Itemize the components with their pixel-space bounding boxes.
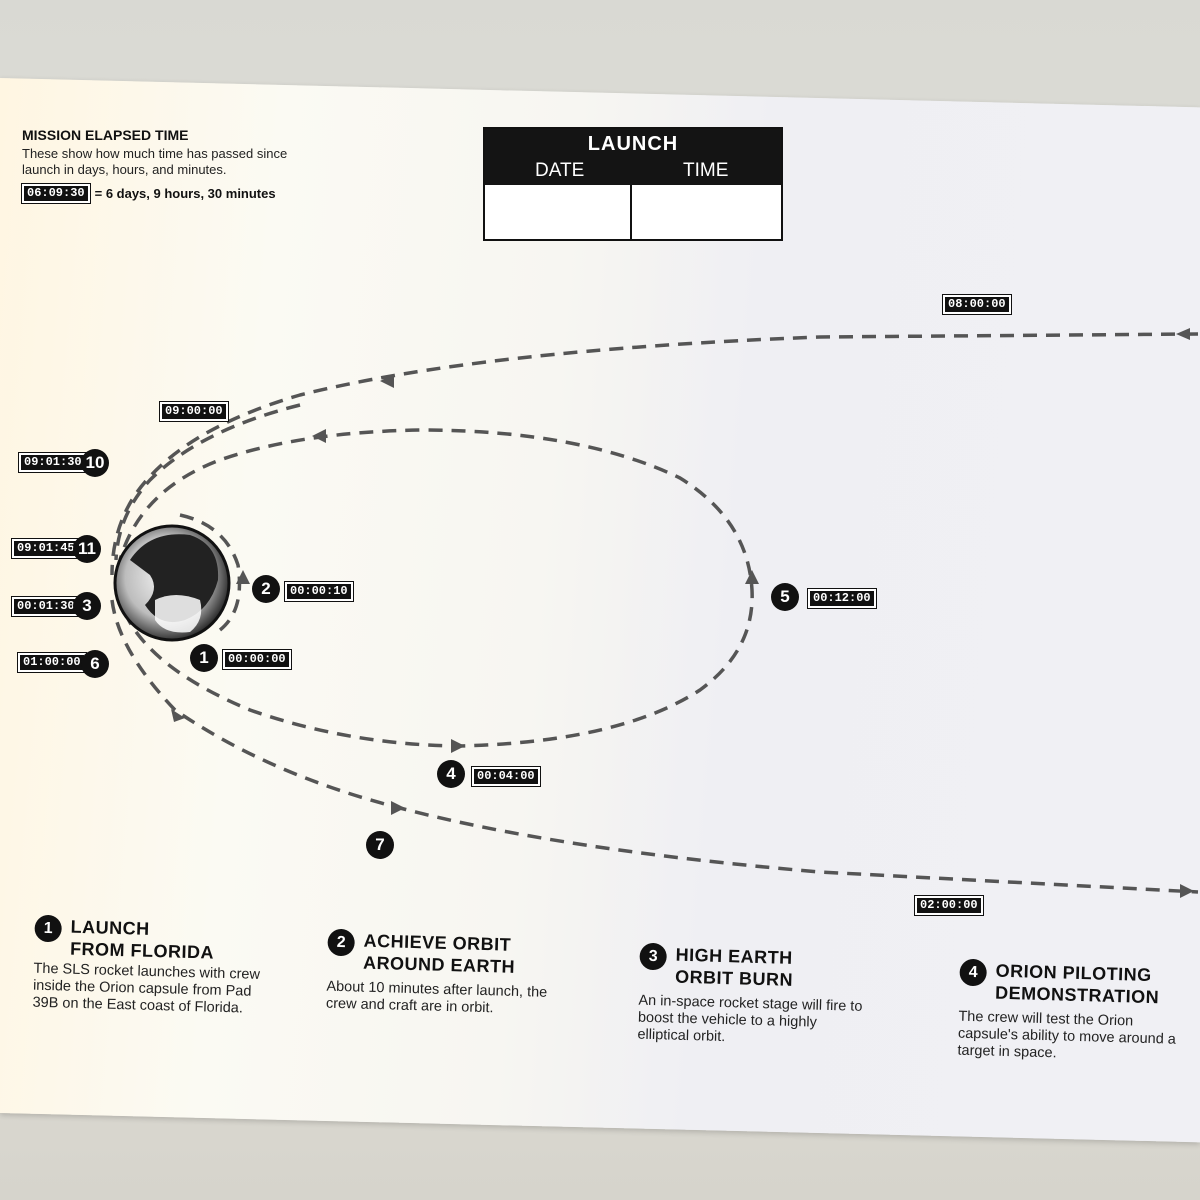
step-4-title: ORION PILOTING DEMONSTRATION bbox=[995, 960, 1160, 1009]
return-time: 09:00:00 bbox=[159, 401, 229, 422]
marker-1: 1 bbox=[190, 644, 218, 672]
path-arrows bbox=[171, 328, 1194, 898]
marker-1-time: 00:00:00 bbox=[222, 649, 292, 670]
launch-box: LAUNCH DATE TIME bbox=[483, 127, 783, 241]
step-3-title: HIGH EARTH ORBIT BURN bbox=[675, 944, 794, 991]
marker-10-time: 09:01:30 bbox=[18, 452, 88, 473]
step-1-title-line2: FROM FLORIDA bbox=[69, 938, 215, 963]
launch-date-label: DATE bbox=[535, 160, 585, 181]
step-2-description: About 10 minutes after launch, the crew … bbox=[325, 978, 548, 1017]
marker-4-time: 00:04:00 bbox=[471, 766, 541, 787]
marker-5-time: 00:12:00 bbox=[807, 588, 877, 609]
launch-box-header: LAUNCH DATE TIME bbox=[485, 129, 781, 185]
marker-6-time: 01:00:00 bbox=[17, 652, 87, 673]
launch-date-field[interactable] bbox=[485, 185, 632, 239]
marker-11: 11 bbox=[73, 535, 101, 563]
high-earth-orbit bbox=[116, 428, 754, 748]
low-earth-orbit bbox=[179, 513, 242, 632]
legend-example-tag: 06:09:30 bbox=[21, 183, 91, 204]
outbound-time: 02:00:00 bbox=[914, 895, 984, 916]
legend-example-text: = 6 days, 9 hours, 30 minutes bbox=[94, 186, 276, 201]
marker-6: 6 bbox=[81, 650, 109, 678]
marker-7: 7 bbox=[366, 831, 394, 859]
step-3-title-line2: ORBIT BURN bbox=[674, 966, 794, 990]
marker-10: 10 bbox=[81, 449, 109, 477]
outbound-path bbox=[110, 599, 1199, 894]
marker-4: 4 bbox=[437, 760, 465, 788]
marker-5: 5 bbox=[771, 583, 799, 611]
launch-time-label: TIME bbox=[683, 160, 729, 181]
inbound-path bbox=[110, 332, 1199, 576]
step-4-description: The crew will test the Orion capsule's a… bbox=[957, 1008, 1177, 1062]
return-path bbox=[114, 403, 301, 561]
legend-title: MISSION ELAPSED TIME bbox=[22, 127, 189, 143]
launch-title: LAUNCH bbox=[587, 133, 679, 155]
marker-11-time: 09:01:45 bbox=[11, 538, 81, 559]
step-1-title: LAUNCH FROM FLORIDA bbox=[70, 916, 215, 964]
step-3-title-line1: HIGH EARTH bbox=[675, 944, 793, 968]
marker-2: 2 bbox=[252, 575, 280, 603]
marker-2-time: 00:00:10 bbox=[284, 581, 354, 602]
step-2-title: ACHIEVE ORBIT AROUND EARTH bbox=[363, 930, 516, 978]
step-1-description: The SLS rocket launches with crew inside… bbox=[32, 960, 261, 1017]
inbound-time: 08:00:00 bbox=[942, 294, 1012, 315]
marker-3-time: 00:01:30 bbox=[11, 596, 81, 617]
legend-example: 06:09:30 = 6 days, 9 hours, 30 minutes bbox=[21, 183, 276, 204]
step-2-title-line2: AROUND EARTH bbox=[362, 952, 516, 977]
step-4-title-line2: DEMONSTRATION bbox=[994, 982, 1160, 1008]
step-3-description: An in-space rocket stage will fire to bo… bbox=[637, 992, 863, 1046]
legend-description: These show how much time has passed sinc… bbox=[22, 146, 288, 177]
marker-3: 3 bbox=[73, 592, 101, 620]
